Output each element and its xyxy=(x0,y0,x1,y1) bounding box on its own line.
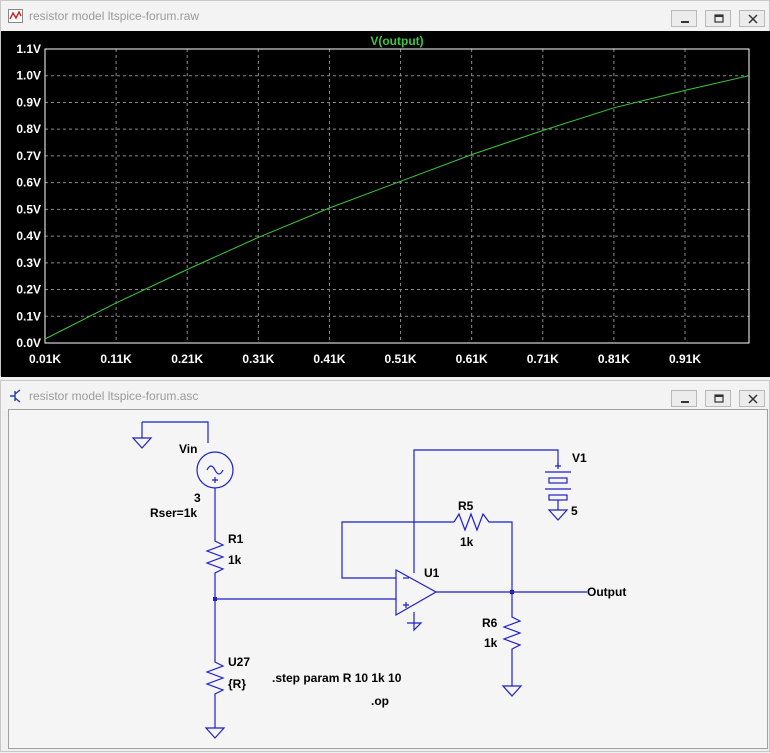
y-tick-label: 0.8V xyxy=(16,122,41,136)
x-tick-label: 0.41K xyxy=(313,352,345,366)
y-tick-label: 1.1V xyxy=(16,42,41,56)
trace-label[interactable]: V(output) xyxy=(370,34,423,48)
y-tick-label: 0.2V xyxy=(16,283,41,297)
r5-value-label[interactable]: 1k xyxy=(460,535,474,549)
r1-value-label[interactable]: 1k xyxy=(228,553,242,567)
y-tick-label: 0.3V xyxy=(16,256,41,270)
battery-v1[interactable] xyxy=(545,463,571,521)
output-net-label[interactable]: Output xyxy=(587,585,626,599)
x-tick-label: 0.21K xyxy=(171,352,203,366)
restore-icon xyxy=(714,14,724,23)
y-tick-label: 0.5V xyxy=(16,202,41,216)
vin-value-label[interactable]: 3 xyxy=(194,491,201,505)
junction-dot xyxy=(213,597,217,601)
r6-name-label[interactable]: R6 xyxy=(482,616,498,630)
schematic-drawing[interactable]: Vin 3 Rser=1k R1 1k U27 {R} R5 1k R6 1k … xyxy=(9,410,767,748)
waveform-plot[interactable]: 0.0V 0.1V 0.2V 0.3V 0.4V 0.5V 0.6V 0.7V 0.8V 0.9V… xyxy=(1,31,770,377)
close-icon xyxy=(748,394,758,404)
restore-button[interactable] xyxy=(705,390,731,407)
y-tick-label: 0.7V xyxy=(16,149,41,163)
waveform-titlebar[interactable]: resistor model ltspice-forum.raw xyxy=(1,1,769,31)
minimize-icon xyxy=(681,401,689,403)
x-tick-label: 0.61K xyxy=(456,352,488,366)
restore-icon xyxy=(714,394,724,403)
plot-frame xyxy=(44,48,750,344)
y-axis-ticks: 0.0V 0.1V 0.2V 0.3V 0.4V 0.5V 0.6V 0.7V 0.8V 0.9V… xyxy=(16,42,41,350)
op-directive[interactable]: .op xyxy=(371,694,389,708)
waveform-window-title: resistor model ltspice-forum.raw xyxy=(29,9,200,23)
close-icon xyxy=(748,14,758,24)
x-axis-ticks: 0.01K 0.11K 0.21K 0.31K 0.41K 0.51K 0.61K 0.71K… xyxy=(29,352,701,366)
schematic-window[interactable]: resistor model ltspice-forum.asc xyxy=(0,380,770,752)
ground-symbol-r6[interactable] xyxy=(501,685,523,697)
plot-grid xyxy=(45,49,749,343)
junction-dot xyxy=(510,590,514,594)
y-tick-label: 1.0V xyxy=(16,69,41,83)
x-tick-label: 0.01K xyxy=(29,352,61,366)
waveform-chart[interactable]: 0.0V 0.1V 0.2V 0.3V 0.4V 0.5V 0.6V 0.7V 0.8V 0.9V… xyxy=(1,31,770,377)
vin-rser-label[interactable]: Rser=1k xyxy=(150,506,197,520)
trace-voutput[interactable] xyxy=(44,75,750,340)
step-directive[interactable]: .step param R 10 1k 10 xyxy=(272,671,402,685)
y-tick-label: 0.9V xyxy=(16,95,41,109)
y-tick-label: 0.4V xyxy=(16,229,41,243)
ground-symbol-opamp[interactable] xyxy=(407,622,423,632)
v1-value-label[interactable]: 5 xyxy=(571,504,578,518)
ground-symbol-u27[interactable] xyxy=(204,727,226,739)
minimize-icon xyxy=(681,21,689,23)
restore-button[interactable] xyxy=(705,10,731,27)
schematic-app-icon xyxy=(10,389,21,403)
ground-symbol-vin[interactable] xyxy=(131,421,209,449)
plot-background xyxy=(1,31,770,377)
opamp-u1[interactable] xyxy=(395,530,438,623)
v1-name-label[interactable]: V1 xyxy=(572,451,587,465)
waveform-window[interactable]: resistor model ltspice-forum.raw 0.0V 0.1… xyxy=(0,0,770,377)
x-tick-label: 0.71K xyxy=(527,352,559,366)
wire[interactable] xyxy=(341,521,454,579)
resistor-r1[interactable] xyxy=(205,535,225,580)
y-tick-label: 0.0V xyxy=(16,336,41,350)
schematic-titlebar[interactable]: resistor model ltspice-forum.asc xyxy=(1,381,769,411)
u27-value-label[interactable]: {R} xyxy=(228,677,246,691)
r6-value-label[interactable]: 1k xyxy=(484,636,498,650)
r5-name-label[interactable]: R5 xyxy=(458,499,474,513)
x-tick-label: 0.51K xyxy=(385,352,417,366)
minimize-button[interactable] xyxy=(671,10,697,27)
r1-name-label[interactable]: R1 xyxy=(228,532,244,546)
schematic-window-title: resistor model ltspice-forum.asc xyxy=(29,389,199,403)
waveform-app-icon xyxy=(8,9,23,23)
u1-name-label[interactable]: U1 xyxy=(424,566,440,580)
x-tick-label: 0.31K xyxy=(242,352,274,366)
close-button[interactable] xyxy=(739,10,765,27)
schematic-canvas[interactable]: Vin 3 Rser=1k R1 1k U27 {R} R5 1k R6 1k … xyxy=(8,409,768,749)
close-button[interactable] xyxy=(739,390,765,407)
resistor-r5[interactable] xyxy=(453,512,513,592)
wire[interactable] xyxy=(413,449,559,530)
resistor-u27[interactable] xyxy=(205,599,225,728)
vin-source[interactable] xyxy=(196,451,234,506)
x-tick-label: 0.11K xyxy=(100,352,132,366)
x-tick-label: 0.81K xyxy=(598,352,630,366)
resistor-r6[interactable] xyxy=(502,592,522,686)
x-tick-label: 0.91K xyxy=(669,352,701,366)
y-tick-label: 0.1V xyxy=(16,309,41,323)
vin-name-label[interactable]: Vin xyxy=(179,442,197,456)
minimize-button[interactable] xyxy=(671,390,697,407)
u27-name-label[interactable]: U27 xyxy=(228,655,250,669)
y-tick-label: 0.6V xyxy=(16,176,41,190)
